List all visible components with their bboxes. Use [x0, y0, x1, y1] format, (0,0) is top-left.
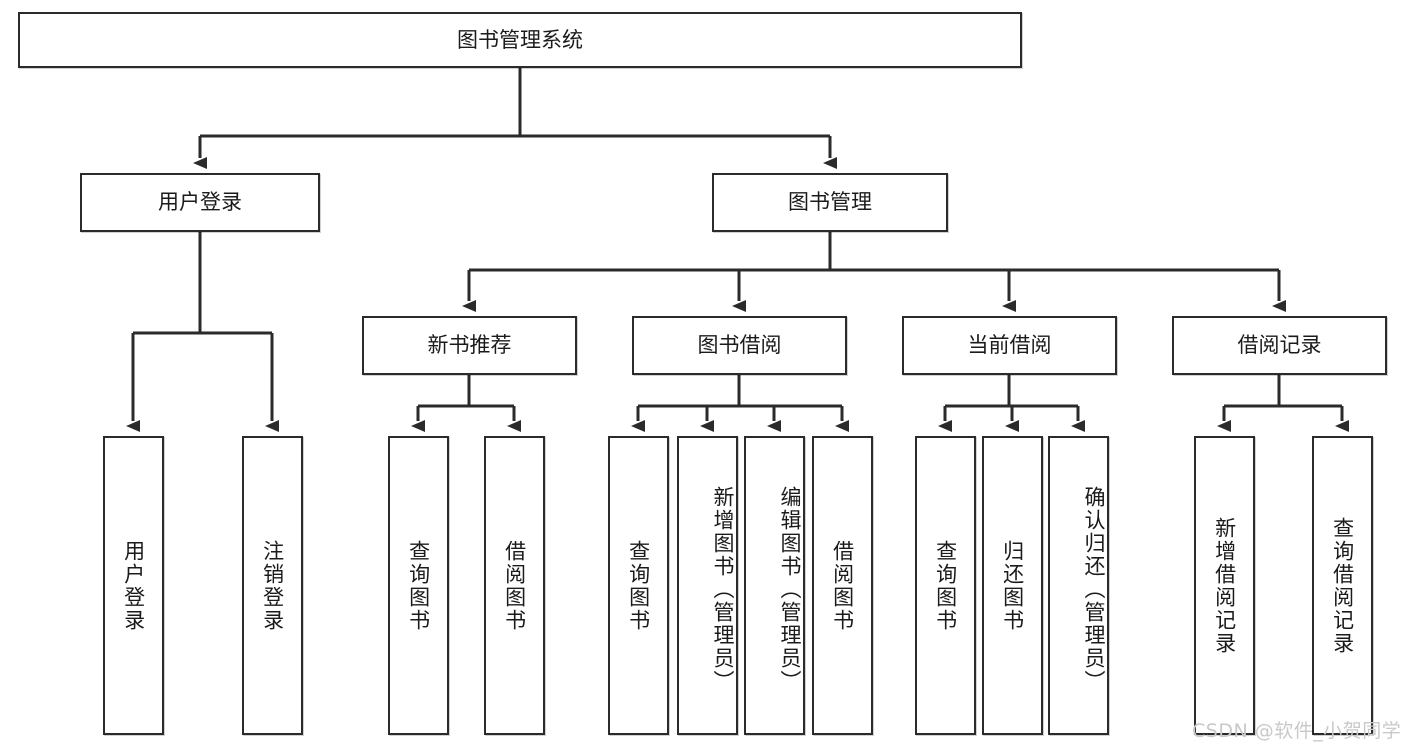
- node-book-management[interactable]: 图书管理: [712, 173, 948, 232]
- node-edit-book-admin[interactable]: 编辑图书（管理员）: [744, 436, 805, 735]
- node-confirm-return-admin[interactable]: 确认归还（管理员）: [1048, 436, 1109, 735]
- node-current-borrow[interactable]: 当前借阅: [902, 316, 1117, 375]
- node-new-book-recommend[interactable]: 新书推荐: [362, 316, 577, 375]
- node-query-book-current[interactable]: 查询图书: [915, 436, 976, 735]
- node-borrow-record[interactable]: 借阅记录: [1172, 316, 1387, 375]
- node-logout-action[interactable]: 注销登录: [242, 436, 303, 735]
- node-user-login[interactable]: 用户登录: [80, 173, 320, 232]
- node-add-borrow-record[interactable]: 新增借阅记录: [1194, 436, 1255, 735]
- node-root[interactable]: 图书管理系统: [18, 12, 1022, 68]
- node-return-book[interactable]: 归还图书: [982, 436, 1043, 735]
- node-query-book-borrow[interactable]: 查询图书: [608, 436, 669, 735]
- watermark-text: CSDN @软件_小贺同学: [1192, 720, 1402, 742]
- node-query-book-recommend[interactable]: 查询图书: [388, 436, 449, 735]
- node-query-borrow-record[interactable]: 查询借阅记录: [1312, 436, 1373, 735]
- node-user-login-action[interactable]: 用户登录: [103, 436, 164, 735]
- node-borrow-book-recommend[interactable]: 借阅图书: [484, 436, 545, 735]
- node-book-borrow[interactable]: 图书借阅: [632, 316, 847, 375]
- node-borrow-book-action[interactable]: 借阅图书: [812, 436, 873, 735]
- node-add-book-admin[interactable]: 新增图书（管理员）: [677, 436, 738, 735]
